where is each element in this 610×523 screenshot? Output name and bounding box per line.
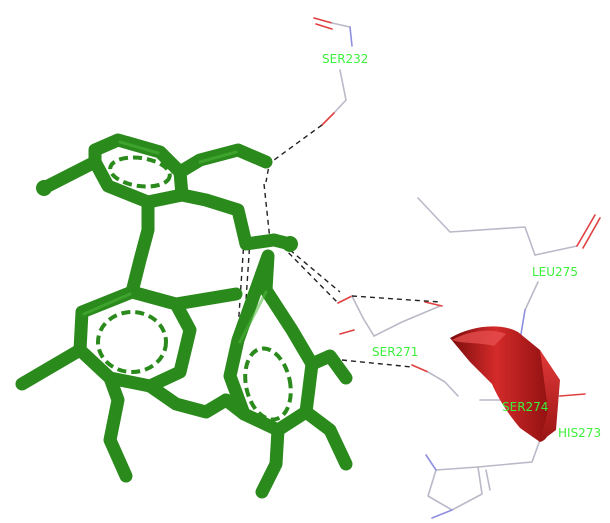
label-leu275: LEU275	[532, 265, 578, 279]
ligand-atom	[260, 156, 272, 168]
residue-ser271-sticks	[337, 295, 443, 337]
label-ser274: SER274	[502, 400, 548, 414]
label-ser271: SER271	[372, 345, 418, 359]
ligand-ring-lower-aromatic	[243, 346, 293, 422]
ligand-ring-middle-aromatic	[96, 310, 168, 374]
residue-his273-sticks	[425, 439, 541, 519]
ligand-ring-upper-aromatic	[108, 155, 172, 189]
alpha-helix-ribbon	[450, 326, 560, 442]
ligand-ring-lower	[223, 249, 319, 437]
residue-ser232-sticks	[313, 17, 353, 126]
label-ser232: SER232	[322, 52, 368, 66]
label-his273: HIS273	[558, 426, 601, 440]
ligand-atom	[282, 236, 298, 252]
ligand-ring-upper	[88, 133, 189, 209]
ligand-molecule	[15, 133, 353, 499]
residue-labels: SER232 SER271 LEU275 SER274 HIS273	[322, 52, 601, 440]
ligand-atom	[36, 180, 52, 196]
hydrogen-bonds	[237, 124, 441, 368]
